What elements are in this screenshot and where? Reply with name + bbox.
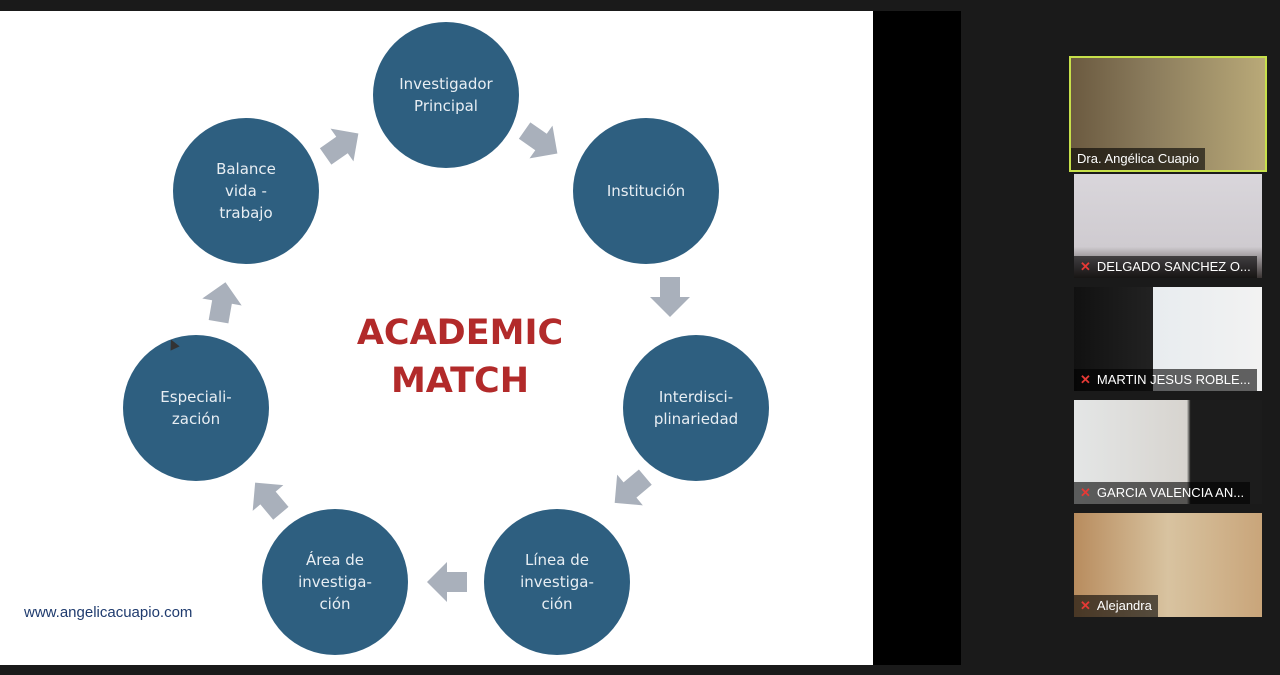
arrow-icon bbox=[518, 122, 558, 159]
video-tile[interactable]: ✕ DELGADO SANCHEZ O... bbox=[1074, 174, 1262, 278]
participant-name-text: Alejandra bbox=[1096, 598, 1152, 613]
arrow-icon bbox=[319, 128, 359, 165]
arrow-icon bbox=[650, 277, 690, 317]
mic-muted-icon: ✕ bbox=[1080, 598, 1091, 613]
participant-name: ✕ Alejandra bbox=[1074, 595, 1158, 617]
screen-share-margin bbox=[873, 11, 961, 665]
circle-especializacion: Especiali- zación bbox=[123, 335, 269, 481]
shared-slide: Investigador Principal Institución Inter… bbox=[0, 11, 873, 665]
video-tile[interactable]: ✕ Alejandra bbox=[1074, 513, 1262, 617]
circle-balance-vida-trabajo: Balance vida - trabajo bbox=[173, 118, 319, 264]
circle-linea-investigacion: Línea de investiga- ción bbox=[484, 509, 630, 655]
video-tile-active-speaker[interactable]: Dra. Angélica Cuapio bbox=[1069, 56, 1267, 172]
circle-investigador-principal: Investigador Principal bbox=[373, 22, 519, 168]
participant-name-text: Dra. Angélica Cuapio bbox=[1077, 151, 1200, 166]
arrow-icon bbox=[252, 482, 289, 520]
slide-url: www.angelicacuapio.com bbox=[24, 604, 193, 621]
circle-interdisciplinariedad: Interdisci- plinariedad bbox=[623, 335, 769, 481]
participant-name: Dra. Angélica Cuapio bbox=[1071, 148, 1206, 170]
video-tile[interactable]: ✕ MARTIN JESUS ROBLE... bbox=[1074, 287, 1262, 391]
video-tile[interactable]: ✕ GARCIA VALENCIA AN... bbox=[1074, 400, 1262, 504]
circle-institucion: Institución bbox=[573, 118, 719, 264]
slide-title: ACADEMIC MATCH bbox=[356, 313, 564, 401]
participant-name-text: GARCIA VALENCIA AN... bbox=[1096, 485, 1245, 500]
circle-area-investigacion: Área de investiga- ción bbox=[262, 509, 408, 655]
arrow-icon bbox=[427, 562, 467, 602]
participant-name: ✕ DELGADO SANCHEZ O... bbox=[1074, 256, 1257, 278]
participant-name: ✕ MARTIN JESUS ROBLE... bbox=[1074, 369, 1257, 391]
arrow-icon bbox=[614, 469, 652, 506]
participant-name: ✕ GARCIA VALENCIA AN... bbox=[1074, 482, 1251, 504]
mic-muted-icon: ✕ bbox=[1080, 259, 1091, 274]
mic-muted-icon: ✕ bbox=[1080, 485, 1091, 500]
mic-muted-icon: ✕ bbox=[1080, 372, 1091, 387]
participant-name-text: DELGADO SANCHEZ O... bbox=[1096, 259, 1251, 274]
participant-name-text: MARTIN JESUS ROBLE... bbox=[1096, 372, 1251, 387]
arrow-icon bbox=[202, 282, 242, 324]
